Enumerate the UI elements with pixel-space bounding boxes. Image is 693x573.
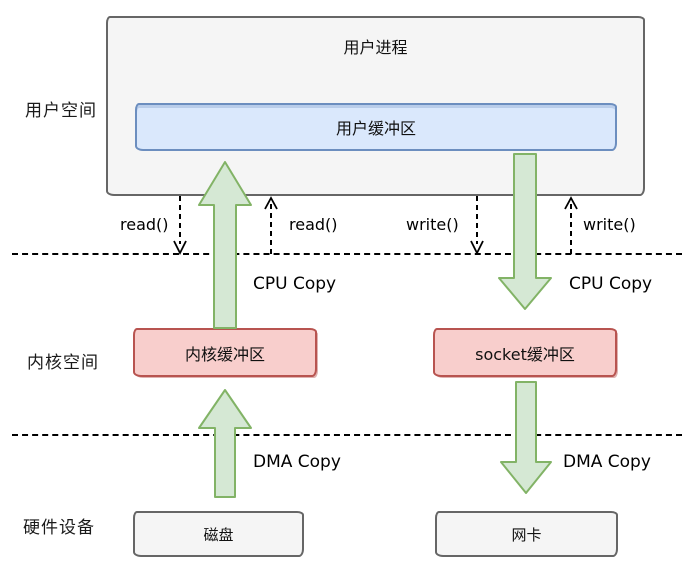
- dma-copy-read-label: DMA Copy: [253, 452, 341, 472]
- cpu-copy-write-label: CPU Copy: [569, 274, 653, 294]
- read-call-label: read(): [120, 215, 169, 234]
- user-buffer-box: 用户缓冲区: [135, 103, 617, 151]
- dma-copy-write-label: DMA Copy: [563, 452, 651, 472]
- kernel-buffer-box: 内核缓冲区: [133, 328, 317, 377]
- user-buffer-label: 用户缓冲区: [335, 119, 416, 138]
- cpu-copy-up-arrow: [198, 161, 252, 329]
- read-return-arrow: [264, 196, 278, 254]
- cpu-copy-read-label: CPU Copy: [253, 274, 337, 294]
- region-label-kernel-space: 内核空间: [27, 353, 99, 373]
- socket-buffer-label: socket缓冲区: [475, 344, 575, 364]
- write-return-arrow: [564, 196, 578, 254]
- dma-copy-down-arrow: [500, 381, 552, 494]
- read-call-arrow: [173, 196, 187, 256]
- nic-label: 网卡: [511, 525, 542, 544]
- read-return-label: read(): [289, 215, 338, 234]
- cpu-copy-down-arrow: [498, 153, 552, 310]
- disk-box: 磁盘: [133, 511, 304, 557]
- kernel-buffer-label: 内核缓冲区: [184, 344, 265, 364]
- region-label-hardware: 硬件设备: [23, 518, 95, 538]
- region-label-user-space: 用户空间: [25, 101, 97, 121]
- disk-label: 磁盘: [203, 525, 234, 544]
- nic-box: 网卡: [435, 511, 618, 557]
- user-process-label: 用户进程: [343, 38, 408, 57]
- socket-buffer-box: socket缓冲区: [433, 328, 617, 377]
- write-call-arrow: [470, 196, 484, 256]
- user-kernel-boundary-line: [12, 253, 682, 255]
- dma-copy-up-arrow: [198, 389, 252, 498]
- write-return-label: write(): [583, 215, 636, 234]
- kernel-hardware-boundary-line: [12, 434, 682, 436]
- write-call-label: write(): [406, 215, 459, 234]
